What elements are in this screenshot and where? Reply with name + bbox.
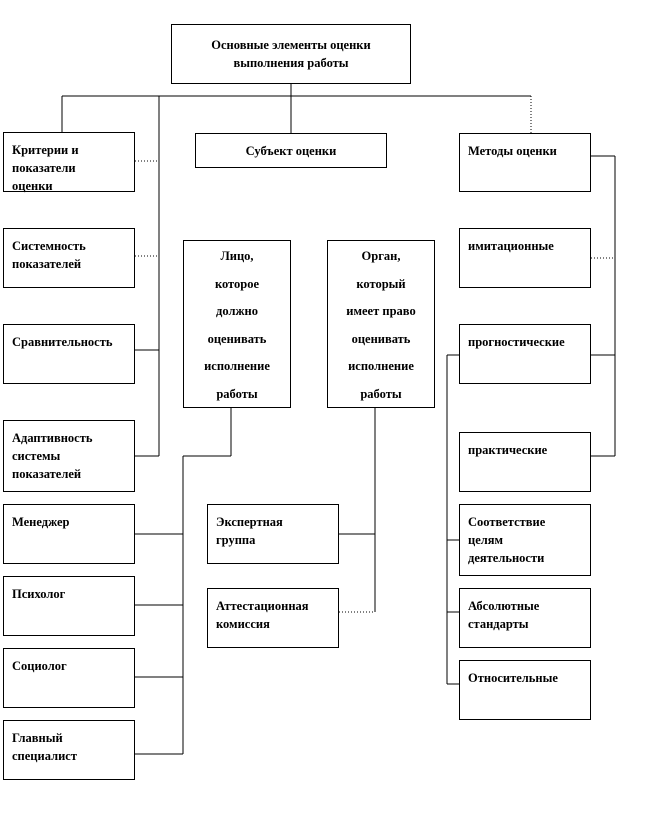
node-methods: Методы оценки bbox=[459, 133, 591, 192]
node-imitation: имитационные bbox=[459, 228, 591, 288]
node-attestation: Аттестационная комиссия bbox=[207, 588, 339, 648]
node-root: Основные элементы оценки выполнения рабо… bbox=[171, 24, 411, 84]
node-practical: практические bbox=[459, 432, 591, 492]
node-systematic: Системность показателей bbox=[3, 228, 135, 288]
node-adaptive: Адаптивность системы показателей bbox=[3, 420, 135, 492]
node-goals: Соответствие целям деятельности bbox=[459, 504, 591, 576]
node-body: Орган, который имеет право оценивать исп… bbox=[327, 240, 435, 408]
node-subject: Субъект оценки bbox=[195, 133, 387, 168]
node-prognostic: прогностические bbox=[459, 324, 591, 384]
node-absolute: Абсолютные стандарты bbox=[459, 588, 591, 648]
node-expert-group: Экспертная группа bbox=[207, 504, 339, 564]
node-comparative: Сравнительность bbox=[3, 324, 135, 384]
node-manager: Менеджер bbox=[3, 504, 135, 564]
node-person: Лицо, которое должно оценивать исполнени… bbox=[183, 240, 291, 408]
node-relative: Относительные bbox=[459, 660, 591, 720]
node-psychologist: Психолог bbox=[3, 576, 135, 636]
node-sociologist: Социолог bbox=[3, 648, 135, 708]
node-chief: Главный специалист bbox=[3, 720, 135, 780]
node-criteria: Критерии и показатели оценки bbox=[3, 132, 135, 193]
